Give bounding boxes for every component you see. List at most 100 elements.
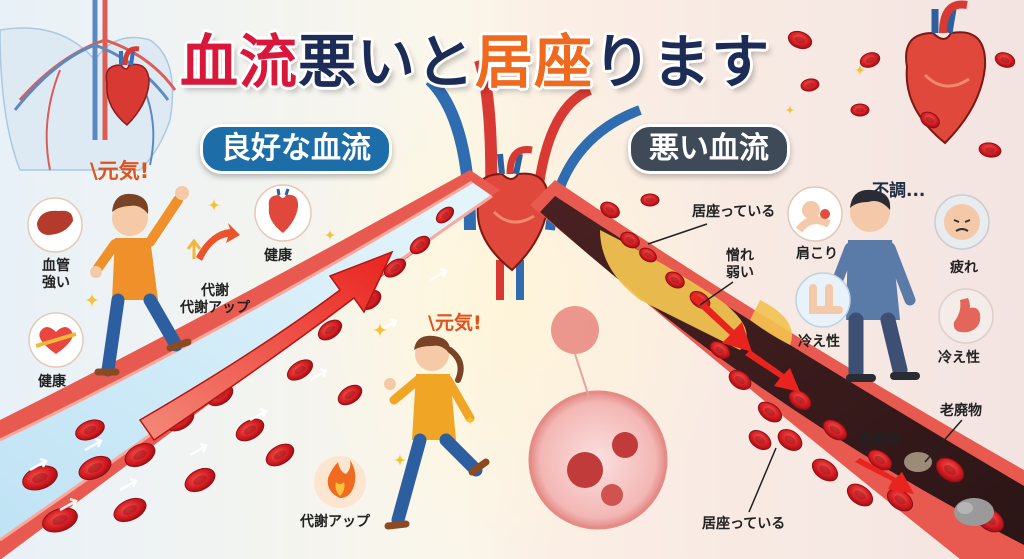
tired-face-icon [934, 194, 990, 250]
kekkan-line2: 強い [42, 275, 70, 291]
blood-cell [665, 271, 685, 289]
blood-cell [286, 359, 314, 381]
title-part-blood-flow: 血流 [180, 28, 299, 96]
rouhaibutsu-label-1: 老廃物 [940, 403, 982, 419]
sparkle-icon [207, 198, 221, 212]
sparkle-icon [84, 292, 100, 308]
waste-deposits [904, 452, 994, 526]
blood-cell [639, 247, 657, 263]
blood-cell [640, 193, 660, 207]
hieshou-label-1: 冷え性 [798, 334, 840, 350]
taisha-line1: 代謝 [201, 283, 229, 299]
hieshou-label-2: 冷え性 [938, 350, 980, 366]
liver-icon [27, 197, 83, 253]
taisha-line2: 代謝アップ [180, 300, 250, 316]
isuwatte-label-bottom: 居座っている [702, 516, 786, 532]
blood-cell [409, 235, 431, 255]
kenkou-label-top: 健康 [264, 248, 292, 264]
shoulder-pain-icon [787, 186, 843, 242]
title-part-sitting: 居座 [475, 28, 594, 96]
sparkle-icon [854, 64, 866, 76]
blood-cell [800, 78, 820, 92]
plaque [600, 230, 747, 350]
sparkle-icon [324, 229, 336, 241]
pointer-lines [647, 223, 963, 513]
flow-arrow-icon [119, 477, 138, 492]
blood-cell [75, 419, 105, 441]
katakori-label: 肩こり [796, 246, 838, 262]
blood-cell [383, 258, 407, 278]
blood-cell [124, 442, 156, 468]
tired-man [824, 189, 920, 382]
blood-cell [184, 467, 216, 493]
blood-cell [728, 369, 752, 391]
blood-cell [757, 401, 783, 423]
taisha-up-label: 代謝アップ [300, 514, 370, 530]
title-part-rimasu: ります [593, 28, 771, 96]
plaque [750, 300, 792, 345]
blood-cell [935, 457, 965, 483]
kanare-line2: 弱い [726, 265, 754, 281]
sparkle-icon [372, 322, 388, 338]
anatomical-heart-icon [105, 46, 150, 127]
feet-icon [795, 272, 851, 328]
blood-cell [788, 389, 812, 411]
flow-arrow-icon [309, 367, 328, 382]
blood-cell [235, 418, 265, 442]
tsukare-label: 疲れ [950, 260, 978, 276]
rouhaibutsu-label-2: 老廃物 [858, 432, 900, 448]
blood-cell [867, 449, 893, 471]
anatomical-heart-icon [254, 184, 312, 242]
genki-label-top: \元気! [90, 159, 150, 183]
stomach-icon [938, 288, 994, 344]
good-blood-flow-label: 良好な血流 [200, 124, 392, 174]
title-part-bad: 悪い [298, 28, 417, 96]
kanare-line1: 憎れ [726, 248, 754, 264]
blood-cell [994, 52, 1016, 68]
bad-blood-flow-label: 悪い血流 [628, 124, 790, 174]
sparkle-icon [84, 64, 866, 467]
blood-cell [777, 429, 803, 451]
blood-cell-closeup-icon [528, 306, 668, 530]
blood-cell [337, 384, 363, 406]
running-woman [384, 335, 490, 530]
kanare-label: 憎れ 弱い [722, 248, 758, 282]
floating-blood-cells [640, 30, 1016, 207]
flow-arrow-icon [189, 442, 208, 457]
kekkan-line1: 血管 [42, 258, 70, 274]
blood-cell [787, 30, 813, 50]
blood-cell [435, 206, 455, 224]
up-arrow-icon [186, 223, 240, 261]
blood-cell [811, 458, 839, 482]
down-arrows [690, 292, 914, 494]
title-part-to: と [416, 28, 476, 96]
blood-cell [822, 419, 848, 441]
sparkle-icon [785, 105, 795, 115]
blood-cell [859, 52, 881, 68]
flame-icon [314, 456, 366, 508]
flow-arrow-icon [249, 407, 268, 422]
kekkan-label: 血管 強い [36, 258, 76, 292]
cheering-woman [90, 186, 192, 377]
genki-label-runner: \元気! [428, 312, 482, 334]
flow-arrow-icon [59, 497, 78, 512]
sparkle-icon [464, 414, 476, 426]
blood-cell [42, 507, 78, 533]
anatomical-heart-icon [476, 146, 550, 272]
blood-cell [265, 443, 295, 467]
flow-arrow-icon [379, 317, 398, 332]
blood-cell [846, 483, 874, 507]
flow-arrow-icon [429, 267, 448, 282]
blood-cell [978, 142, 1002, 158]
good-vessel-blood-cells [22, 206, 455, 533]
big-red-arrow-icon [138, 250, 394, 442]
sparkle-icon [393, 453, 407, 467]
blood-cell [709, 340, 731, 360]
kenkou-label-left: 健康 [38, 374, 66, 390]
blood-cell [886, 488, 914, 512]
blood-cell [850, 103, 870, 117]
heart-icon [28, 312, 84, 368]
isuwatte-label-top: 居座っている [692, 204, 776, 220]
flow-arrow-icon [29, 457, 48, 472]
